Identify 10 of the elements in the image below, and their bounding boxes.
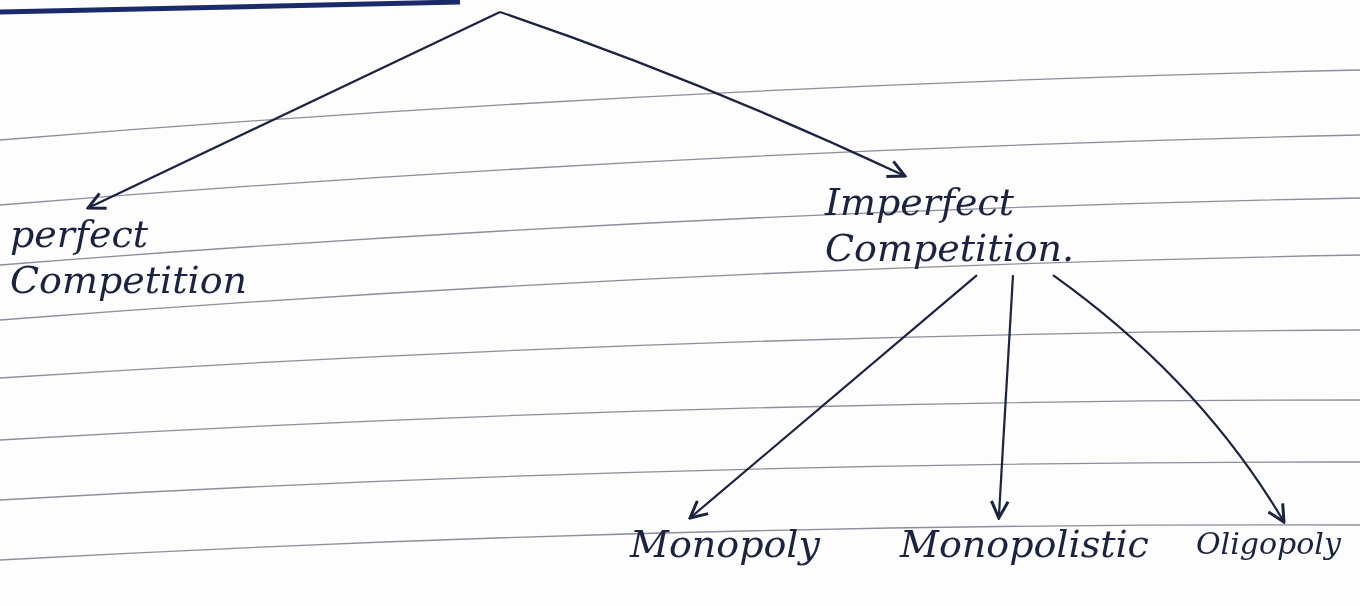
node-label: Monopoly — [630, 522, 822, 568]
node-label: Monopolistic — [900, 522, 1150, 568]
arrow — [1052, 274, 1286, 524]
arrow — [688, 274, 978, 520]
node-label: perfect Competition — [10, 212, 248, 304]
node-label: Oligopoly — [1196, 526, 1342, 562]
arrow — [989, 275, 1015, 520]
arrow — [499, 10, 907, 179]
arrow — [86, 11, 501, 210]
node-label: Imperfect Competition. — [825, 180, 1076, 272]
